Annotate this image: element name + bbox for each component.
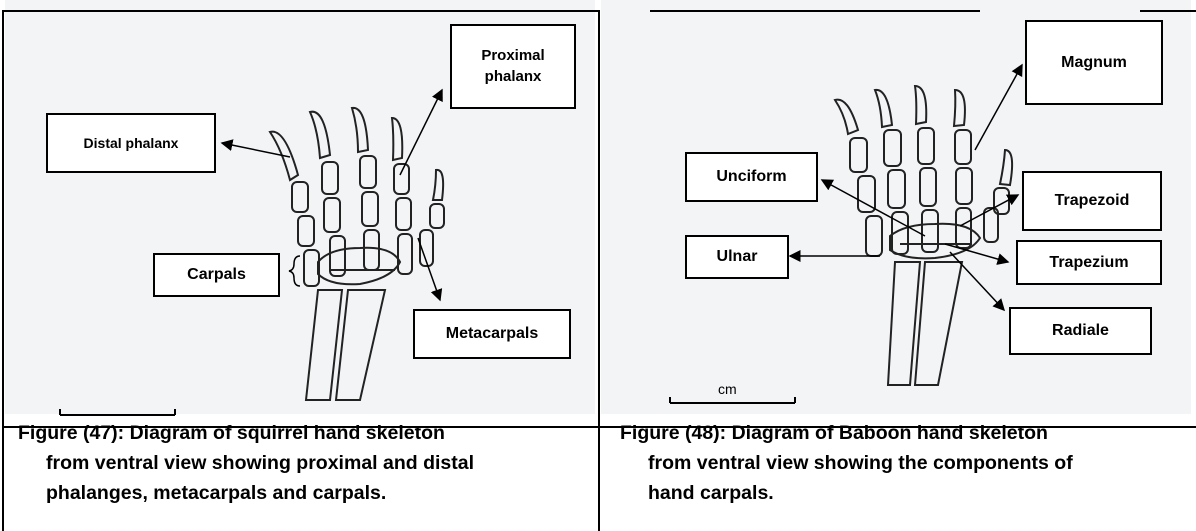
label-trapezoid: Trapezoid [1022, 171, 1162, 231]
label-carpals: Carpals [153, 253, 280, 297]
label-trapezium-text: Trapezium [1049, 252, 1128, 274]
label-unciform-text: Unciform [716, 166, 786, 188]
label-trapezium: Trapezium [1016, 240, 1162, 285]
label-radiale-text: Radiale [1052, 320, 1109, 342]
label-radiale: Radiale [1009, 307, 1152, 355]
carpals-brace [289, 256, 300, 286]
caption-47-line3: phalanges, metacarpals and carpals. [18, 478, 593, 508]
caption-47-line2: from ventral view showing proximal and d… [18, 448, 593, 478]
caption-figure-47: Figure (47): Diagram of squirrel hand sk… [18, 418, 593, 508]
scale-bar-left [60, 409, 175, 415]
caption-48-line2: from ventral view showing the components… [620, 448, 1196, 478]
label-ulnar: Ulnar [685, 235, 789, 279]
label-magnum-text: Magnum [1061, 52, 1127, 74]
label-ulnar-text: Ulnar [717, 246, 758, 268]
caption-47-line1: Figure (47): Diagram of squirrel hand sk… [18, 422, 445, 444]
label-metacarpals: Metacarpals [413, 309, 571, 359]
label-proximal-phalanx: Proximal phalanx [450, 24, 576, 109]
label-distal-phalanx-text: Distal phalanx [84, 134, 179, 153]
label-trapezoid-text: Trapezoid [1055, 190, 1130, 212]
caption-48-line1: Figure (48): Diagram of Baboon hand skel… [620, 422, 1048, 444]
label-proximal-phalanx-text: Proximal phalanx [452, 46, 574, 87]
label-metacarpals-text: Metacarpals [446, 323, 539, 345]
caption-figure-48: Figure (48): Diagram of Baboon hand skel… [620, 418, 1196, 508]
scale-bar-right [670, 397, 795, 403]
label-carpals-text: Carpals [187, 264, 246, 286]
scale-label-cm: cm [718, 381, 737, 397]
label-unciform: Unciform [685, 152, 818, 202]
label-distal-phalanx: Distal phalanx [46, 113, 216, 173]
label-magnum: Magnum [1025, 20, 1163, 105]
caption-48-line3: hand carpals. [620, 478, 1196, 508]
